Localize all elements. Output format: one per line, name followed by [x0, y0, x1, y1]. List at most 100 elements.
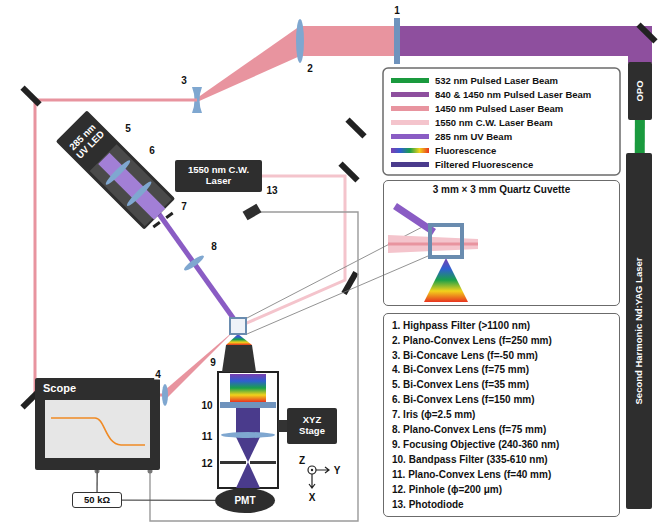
- legend-entry: 840 & 1450 nm Pulsed Laser Beam: [391, 89, 591, 100]
- axis-z: [308, 466, 316, 474]
- mirror: [341, 271, 358, 295]
- pinhole: [220, 461, 246, 464]
- legend-text: 840 & 1450 nm Pulsed Laser Beam: [435, 89, 591, 100]
- uv-led-housing: 285 nm UV LED: [55, 110, 175, 230]
- node-text: 13. Photodiode: [392, 499, 464, 511]
- axis-label: X: [308, 492, 317, 503]
- callout-number: 12: [200, 458, 213, 469]
- legend-entry: 1450 nm Pulsed Laser Beam: [391, 103, 563, 114]
- callout-number: 1: [393, 5, 401, 16]
- node-text: XYZ Stage: [291, 415, 333, 437]
- pinhole: [250, 461, 276, 464]
- uv-beam: [98, 153, 165, 220]
- signal-wire: [122, 499, 215, 501]
- resistor-box: 50 kΩ: [72, 492, 122, 508]
- xyz-stage: XYZ Stage: [287, 408, 337, 444]
- node-text: 12. Pinhole (ϕ=200 μm): [392, 484, 502, 496]
- callout-number: 9: [209, 357, 217, 368]
- iris: [166, 213, 173, 218]
- oscilloscope: Scope: [35, 378, 160, 470]
- fluorescence: [226, 334, 252, 345]
- node-text: Second Harmonic Nd:YAG Laser: [634, 258, 645, 405]
- callout-number: 11: [201, 431, 214, 442]
- legend-swatch: [391, 148, 429, 153]
- node-text: Scope: [43, 382, 76, 395]
- filtered-fluorescence: [236, 437, 260, 462]
- node-text: 50 kΩ: [84, 495, 110, 506]
- axis-x: [309, 474, 315, 488]
- legend-swatch: [391, 120, 429, 125]
- beam-840-1450: [397, 26, 652, 56]
- inset-cuvette: [430, 225, 462, 257]
- node-text: 1550 nm C.W. Laser: [179, 165, 258, 187]
- node-text: 9. Focusing Objective (240-360 nm): [392, 439, 559, 451]
- beam-1450-converging: [197, 26, 300, 102]
- cw-laser-box: 1550 nm C.W. Laser: [175, 160, 262, 192]
- uv-beam: [159, 214, 236, 322]
- node-text: 4. Bi-Convex Lens (f=75 mm): [392, 364, 529, 376]
- axis-y: [316, 467, 329, 473]
- signal-wire: [96, 470, 98, 492]
- callout-number: 5: [124, 123, 132, 134]
- axis-label: Z: [298, 455, 306, 466]
- bandpass-filter: [220, 402, 276, 408]
- bi-convex-lens: [125, 180, 153, 208]
- callout-number: 8: [210, 241, 218, 252]
- beam-1550: [240, 176, 345, 326]
- legend-entry: 285 nm UV Beam: [391, 131, 512, 142]
- beam-1450-wide: [300, 26, 397, 56]
- legend-swatch: [391, 92, 429, 97]
- callout-number: 3: [180, 75, 188, 86]
- beam-1450-path: [35, 100, 197, 395]
- pump-beam: [635, 120, 645, 153]
- photodiode: [243, 204, 262, 221]
- legend-text: 532 nm Pulsed Laser Beam: [435, 75, 558, 86]
- node-text: 3. Bi-Concave Lens (f=-50 mm): [392, 350, 538, 362]
- legend-entry: Filtered Fluorescence: [391, 159, 533, 170]
- axis-z: [311, 469, 313, 471]
- legend-frame: [383, 68, 620, 175]
- mirror: [20, 85, 41, 106]
- highpass-filter: [394, 18, 400, 64]
- callout-number: 2: [306, 63, 314, 74]
- inset-pulsed-beam: [388, 243, 478, 246]
- photodiode-wire: [150, 212, 358, 521]
- callout-number: 7: [180, 201, 188, 212]
- lens-tube: [89, 144, 171, 226]
- node-text: 2. Plano-Convex Lens (f=250 mm): [392, 335, 552, 347]
- legend-entry: 1550 nm C.W. Laser Beam: [391, 117, 553, 128]
- laser-box: Second Harmonic Nd:YAG Laser: [626, 153, 652, 509]
- legend-swatch: [391, 162, 429, 167]
- mirror: [345, 117, 366, 138]
- iris: [153, 222, 160, 227]
- node-text: 6. Bi-Convex Lens (f=150 mm): [392, 394, 535, 406]
- legend-text: Fluorescence: [435, 145, 496, 156]
- focusing-objective: [222, 345, 256, 372]
- callout-number: 4: [154, 369, 162, 380]
- cuvette: [230, 318, 246, 334]
- mirror: [338, 161, 359, 182]
- node-text: OPO: [635, 80, 646, 101]
- bi-convex-lens: [162, 384, 168, 406]
- inset-cw-beam: [388, 235, 478, 253]
- mirror: [636, 22, 657, 43]
- node-text: 7. Iris (ϕ=2.5 mm): [392, 409, 475, 421]
- pmt-tube: PMT: [215, 488, 275, 513]
- inset-panel: 3 mm × 3 mm Quartz Cuvette: [383, 180, 620, 306]
- node-text: 11. Plano-Convex Lens (f=40 mm): [392, 469, 551, 481]
- node-text: 1. Highpass Filter (>1100 nm): [392, 320, 530, 332]
- legend-text: 285 nm UV Beam: [435, 131, 512, 142]
- inset-fluorescence: [424, 258, 468, 302]
- callout-number: 10: [200, 400, 213, 411]
- legend-text: 1450 nm Pulsed Laser Beam: [435, 103, 563, 114]
- filtered-fluorescence: [236, 408, 260, 433]
- callout-number: 13: [265, 185, 278, 196]
- legend-swatch: [391, 106, 429, 111]
- plano-convex-lens: [221, 432, 275, 438]
- node-text: 10. Bandpass Filter (335-610 nm): [392, 454, 548, 466]
- legend-swatch: [391, 134, 429, 139]
- filtered-fluorescence: [236, 462, 260, 488]
- node-text: 3 mm × 3 mm Quartz Cuvette: [433, 184, 571, 196]
- bi-convex-lens: [103, 158, 131, 186]
- legend-text: Filtered Fluorescence: [435, 159, 533, 170]
